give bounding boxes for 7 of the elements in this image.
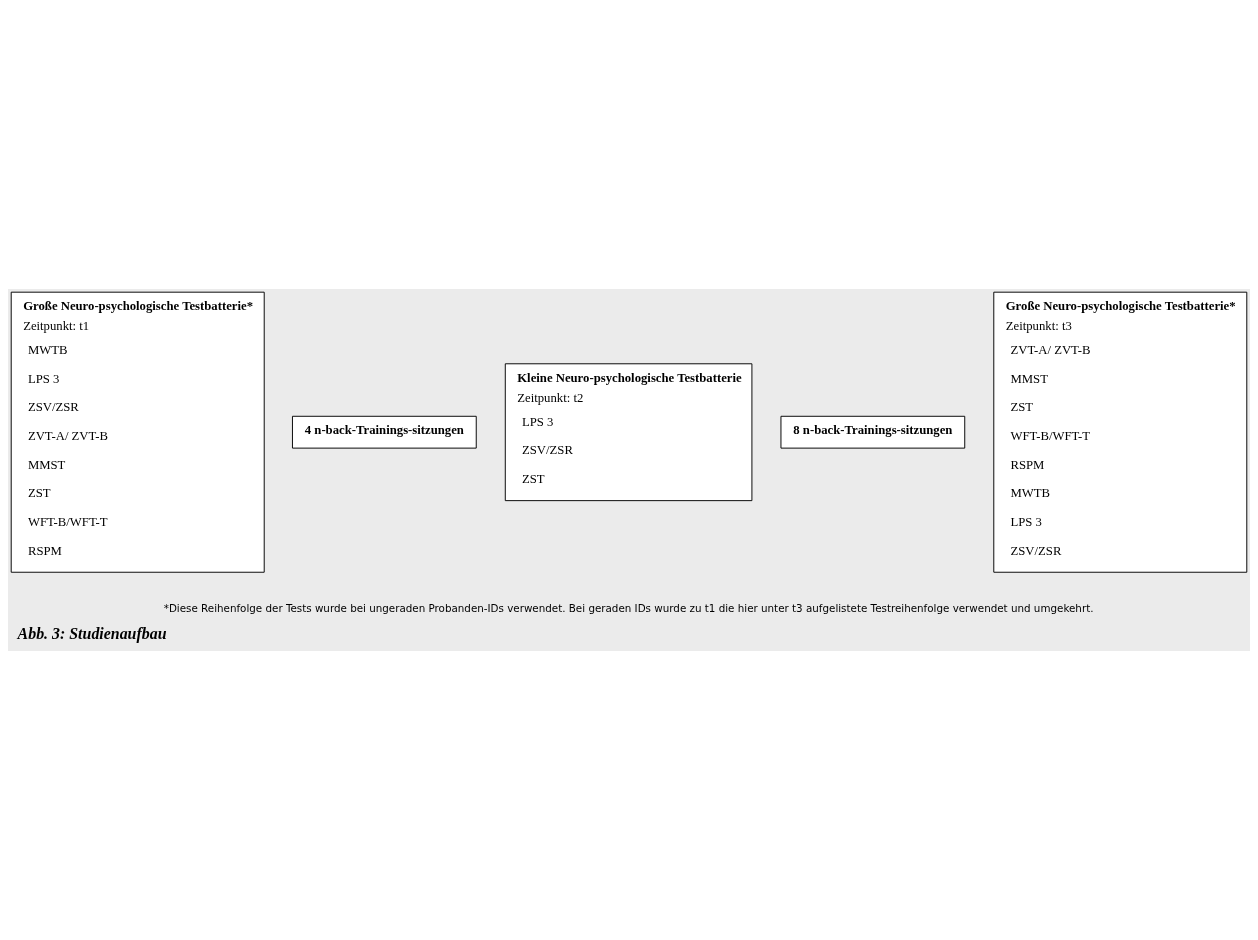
node-box: Kleine Neuro-psychologische Testbatterie Zeitpunkt: t2 LPS 3 ZSV/ZSR ZST bbox=[504, 363, 753, 502]
node-box: Große Neuro-psychologische Testbatterie* Zeitpunkt: t1 MWTB LPS 3 ZSV/ZSR ZVT-A/ ZVT-B MMST ZST WFT-B/WFT-T RSPM bbox=[10, 291, 265, 573]
caption: Abb. 3: Studienaufbau bbox=[17, 625, 167, 643]
node-box: 8 n-back-Trainings-sitzungen bbox=[780, 415, 966, 449]
node-box: 4 n-back-Trainings-sitzungen bbox=[292, 415, 477, 449]
label: *Diese Reihenfolge der Tests wurde bei ungeraden Probanden-IDs verwendet. Bei geraden IDs wurde zu t1 die hier unter t3 aufgelistete Testreihenfolge verwendet und umgekehrt. bbox=[163, 602, 1094, 615]
node-box: Große Neuro-psychologische Testbatterie* Zeitpunkt: t3 ZVT-A/ ZVT-B MMST ZST WFT-B/WFT-T RSPM MWTB LPS 3 ZSV/ZSR bbox=[993, 291, 1248, 573]
